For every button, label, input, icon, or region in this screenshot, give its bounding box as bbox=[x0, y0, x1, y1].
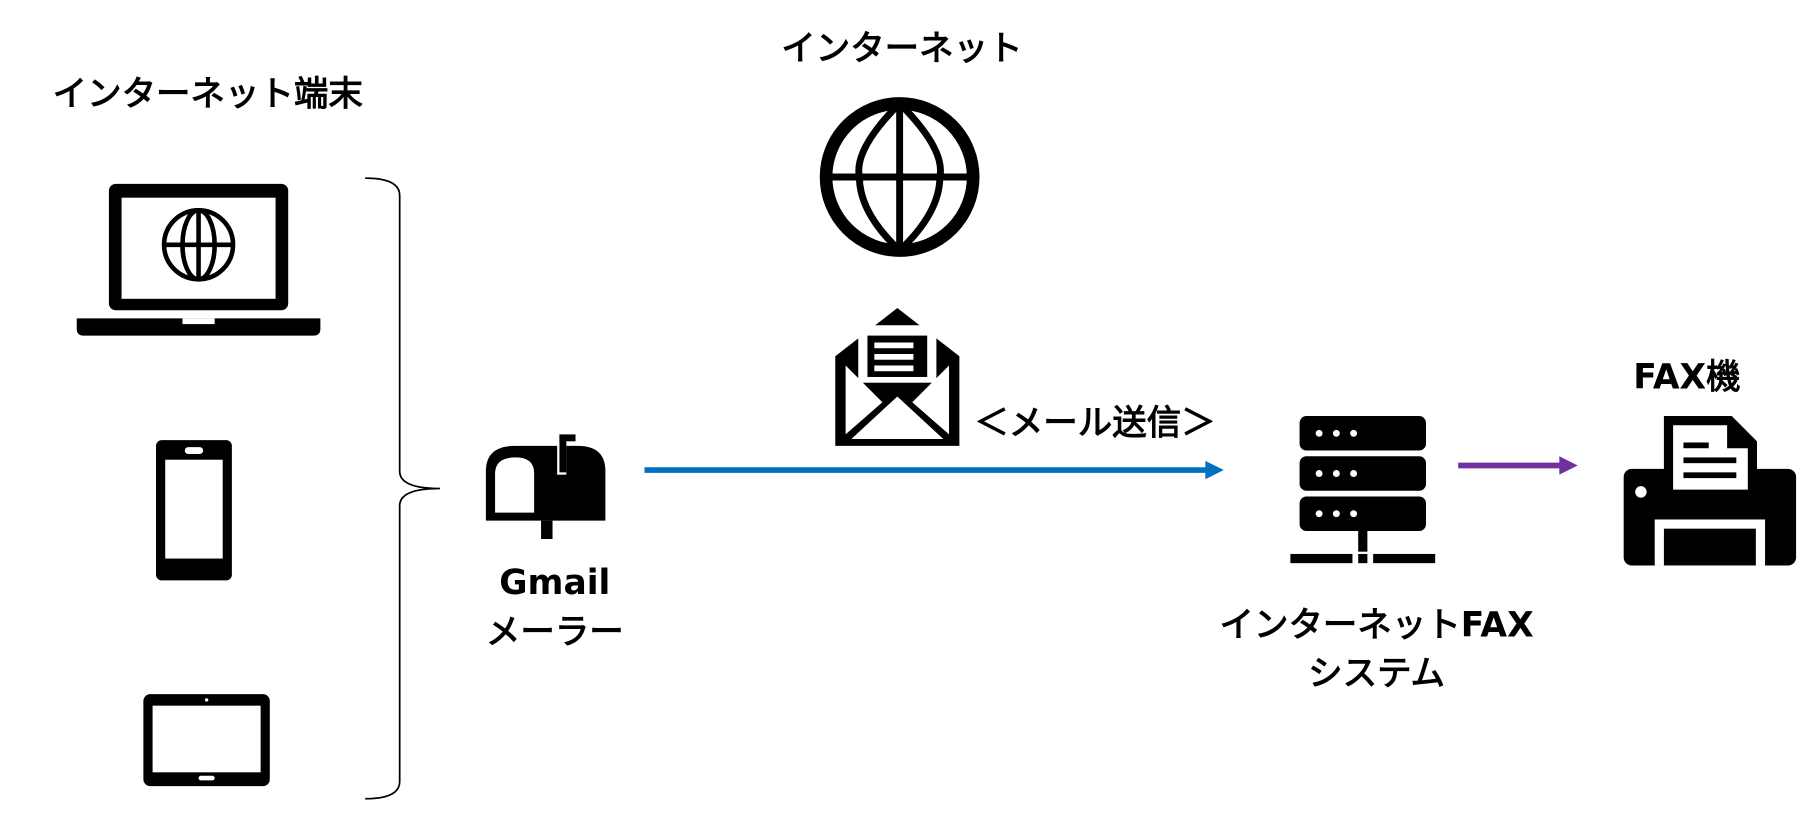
mail-send-label: ＜メール送信＞ bbox=[974, 403, 1215, 443]
mail-send-arrow bbox=[644, 460, 1224, 480]
smartphone-icon bbox=[156, 440, 232, 581]
fax-send-arrow bbox=[1458, 456, 1578, 475]
tablet-icon bbox=[143, 694, 270, 787]
server-icon bbox=[1290, 416, 1436, 564]
mailbox-icon bbox=[485, 434, 606, 540]
fax-machine-label: FAX機 bbox=[1633, 357, 1740, 397]
mailer-label-line2: メーラー bbox=[486, 613, 624, 653]
mailer-label-line1: Gmail bbox=[499, 563, 610, 603]
open-envelope-icon bbox=[835, 308, 960, 446]
globe-icon bbox=[819, 97, 980, 257]
fax-system-label-line2: システム bbox=[1308, 654, 1445, 694]
fax-system-label-line1: インターネットFAX bbox=[1220, 606, 1534, 646]
right-brace bbox=[365, 177, 440, 800]
internet-label: インターネット bbox=[781, 29, 1022, 69]
fax-machine-icon: FAX機 bbox=[1623, 357, 1797, 566]
laptop-icon bbox=[76, 183, 321, 336]
terminals-label: インターネット端末 bbox=[53, 75, 364, 115]
